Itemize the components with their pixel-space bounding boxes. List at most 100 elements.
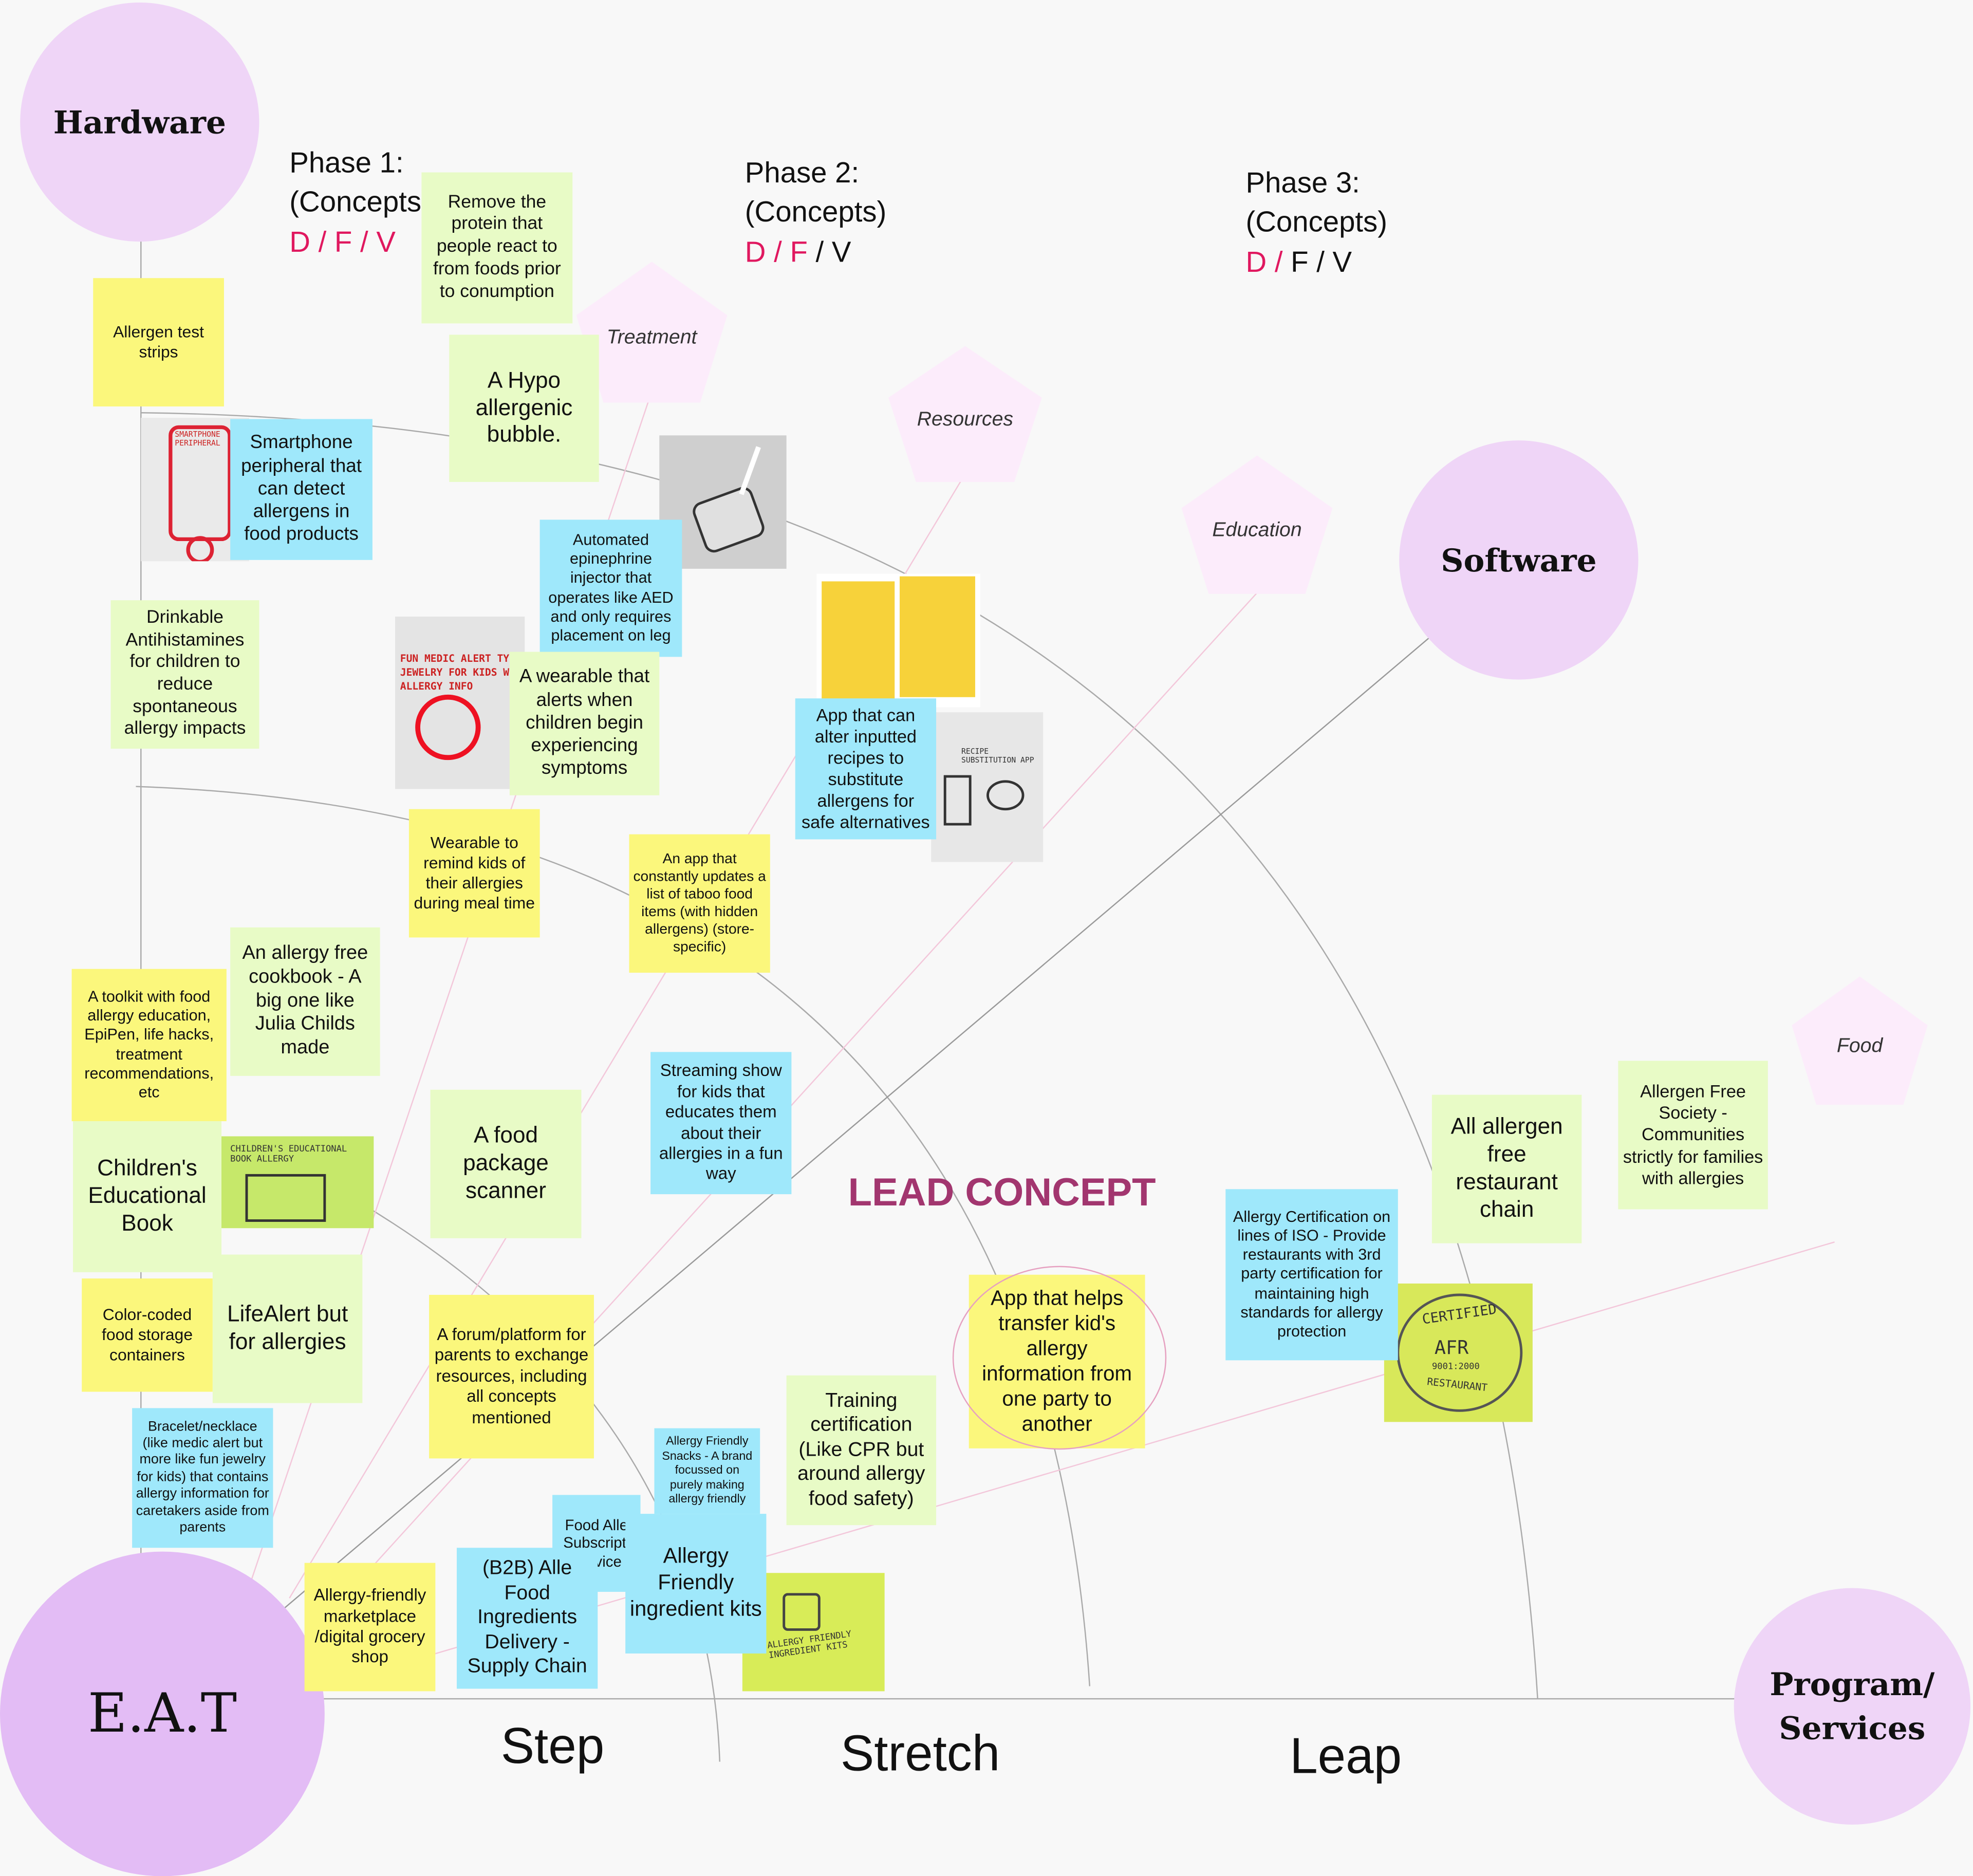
note-smartphone-peripheral-text: Smartphone peripheral that can detect al… — [241, 432, 362, 546]
note-ingredient-kits-text: Allergy Friendly ingredient kits — [629, 1544, 762, 1621]
note-marketplace: Allergy-friendly marketplace /digital gr… — [304, 1563, 436, 1692]
phase-2-dfv: D / F / V — [745, 232, 886, 272]
note-food-package-scanner: A food package scanner — [430, 1089, 582, 1238]
note-allergen-test-strips-text: Allergen test strips — [113, 322, 204, 361]
hardware-hub: Hardware — [20, 2, 259, 242]
note-hypo-bubble: A Hypo allergenic bubble. — [449, 335, 599, 482]
phase-2-f: F — [790, 234, 808, 268]
note-allergen-free-society: Allergen Free Society - Communities stri… — [1618, 1061, 1768, 1210]
note-b2b-supply-chain-text: (B2B) Alle Food Ingredients Delivery - S… — [467, 1558, 587, 1678]
note-marketplace-text: Allergy-friendly marketplace /digital gr… — [313, 1585, 426, 1667]
photo-recipe-substitution-app: RECIPE SUBSTITUTION APP — [931, 712, 1044, 862]
hardware-label: Hardware — [53, 104, 226, 141]
category-resources-label: Resources — [917, 408, 1014, 431]
phase-1-d: D — [289, 225, 310, 257]
note-lifealert-allergies-text: LifeAlert but for allergies — [227, 1301, 348, 1354]
note-lifealert-allergies: LifeAlert but for allergies — [212, 1254, 363, 1403]
scale-leap: Leap — [1290, 1729, 1402, 1785]
photo-recipe-notes — [816, 573, 980, 708]
note-allergy-certification-iso: Allergy Certification on lines of ISO - … — [1225, 1189, 1398, 1361]
note-allergen-free-restaurant-chain-text: All allergen free restaurant chain — [1450, 1113, 1563, 1222]
phase-1-f: F — [334, 225, 352, 257]
note-toolkit-text: A toolkit with food allergy education, E… — [84, 987, 214, 1101]
sketch-smartphone-peripheral: SMARTPHONE PERIPHERAL — [175, 430, 220, 448]
phase-3-heading: Phase 3: (Concepts) D / F / V — [1245, 163, 1387, 282]
note-allergy-certification-iso-text: Allergy Certification on lines of ISO - … — [1233, 1208, 1391, 1341]
sketch-recipe-substitution: RECIPE SUBSTITUTION APP — [961, 747, 1034, 765]
note-wearable-remind: Wearable to remind kids of their allergi… — [408, 809, 540, 938]
phase-1-sep2: / — [352, 225, 377, 257]
note-epinephrine-injector-text: Automated epinephrine injector that oper… — [548, 530, 674, 644]
note-recipe-app-text: App that can alter inputted recipes to s… — [802, 704, 930, 832]
services-label: Services — [1779, 1710, 1926, 1747]
phase-3-sep1: / — [1267, 245, 1291, 278]
phase-2-subtitle: (Concepts) — [744, 195, 887, 228]
phase-3-title: Phase 3: — [1245, 166, 1360, 199]
phase-3-sep2: / — [1308, 245, 1333, 278]
note-training-certification: Training certification (Like CPR but aro… — [786, 1375, 937, 1526]
note-bracelet-necklace: Bracelet/necklace (like medic alert but … — [132, 1408, 273, 1548]
note-forum-platform-text: A forum/platform for parents to exchange… — [434, 1325, 589, 1427]
note-childrens-educational-book-text: Children's Educational Book — [88, 1155, 207, 1236]
phase-1-title: Phase 1: — [289, 146, 404, 179]
phase-2-heading: Phase 2: (Concepts) D / F / V — [745, 154, 886, 272]
photo-certified-stamp: CERTIFIED AFR 9001:2000 RESTAURANT — [1384, 1283, 1533, 1422]
phase-3-v: V — [1332, 245, 1352, 278]
phase-2-title: Phase 2: — [744, 156, 860, 189]
phase-2-d: D — [744, 234, 766, 268]
note-color-coded-containers: Color-coded food storage containers — [82, 1278, 213, 1392]
phase-1-dfv: D / F / V — [289, 222, 431, 262]
phase-1-subtitle: (Concepts) — [289, 185, 431, 218]
note-color-coded-containers-text: Color-coded food storage containers — [102, 1305, 193, 1364]
note-remove-protein: Remove the protein that people react to … — [421, 172, 573, 324]
photo-medic-alert-jewelry: FUN MEDIC ALERT TYPE JEWELRY FOR KIDS W/… — [395, 617, 525, 789]
phase-1-v: V — [376, 225, 396, 257]
phase-1-heading: Phase 1: (Concepts) D / F / V — [289, 143, 431, 262]
note-training-certification-text: Training certification (Like CPR but aro… — [797, 1390, 925, 1510]
phase-2-sep2: / — [807, 234, 832, 268]
note-allergen-test-strips: Allergen test strips — [93, 278, 224, 407]
sketch-ingredient-kits: ALLERGY FRIENDLY INGREDIENT KITS — [767, 1629, 852, 1661]
note-streaming-show-text: Streaming show for kids that educates th… — [659, 1061, 783, 1184]
phase-3-subtitle: (Concepts) — [1245, 205, 1387, 238]
category-food-label: Food — [1836, 1035, 1883, 1057]
photo-childrens-book: CHILDREN'S EDUCATIONAL BOOK ALLERGY — [208, 1136, 374, 1229]
note-toolkit: A toolkit with food allergy education, E… — [71, 969, 227, 1122]
note-taboo-app: An app that constantly updates a list of… — [629, 834, 770, 973]
program-label: Program/ — [1770, 1666, 1935, 1703]
sketch-medic-alert: FUN MEDIC ALERT TYPE JEWELRY FOR KIDS W/… — [400, 653, 522, 693]
note-wearable-alerts-text: A wearable that alerts when children beg… — [519, 666, 650, 779]
sketch-iso: 9001:2000 — [1431, 1361, 1480, 1372]
eat-label: E.A.T — [87, 1682, 237, 1745]
note-wearable-alerts: A wearable that alerts when children beg… — [509, 652, 660, 795]
note-wearable-remind-text: Wearable to remind kids of their allergi… — [414, 833, 535, 913]
note-allergy-friendly-snacks-text: Allergy Friendly Snacks - A brand focuss… — [662, 1434, 753, 1507]
note-allergy-friendly-snacks: Allergy Friendly Snacks - A brand focuss… — [654, 1428, 760, 1514]
phase-2-sep1: / — [766, 234, 790, 268]
note-childrens-educational-book: Children's Educational Book — [73, 1121, 222, 1272]
phase-3-d: D — [1245, 245, 1267, 278]
software-hub: Software — [1399, 440, 1639, 680]
note-ingredient-kits: Allergy Friendly ingredient kits — [625, 1514, 767, 1654]
program-services-hub: Program/ Services — [1734, 1588, 1971, 1825]
note-epinephrine-injector: Automated epinephrine injector that oper… — [539, 519, 682, 657]
note-taboo-app-text: An app that constantly updates a list of… — [633, 851, 766, 955]
note-forum-platform: A forum/platform for parents to exchange… — [429, 1295, 594, 1459]
phase-1-sep1: / — [310, 225, 334, 257]
lead-concept-marker — [952, 1266, 1167, 1450]
note-b2b-supply-chain: (B2B) Alle Food Ingredients Delivery - S… — [456, 1548, 598, 1689]
note-drinkable-antihistamines: Drinkable Antihistamines for children to… — [110, 600, 259, 749]
sketch-childrens-book: CHILDREN'S EDUCATIONAL BOOK ALLERGY — [230, 1144, 347, 1164]
note-allergy-free-cookbook: An allergy free cookbook - A big one lik… — [230, 927, 380, 1076]
note-allergen-free-restaurant-chain: All allergen free restaurant chain — [1431, 1094, 1582, 1243]
note-allergen-free-society-text: Allergen Free Society - Communities stri… — [1623, 1081, 1763, 1187]
note-smartphone-peripheral: Smartphone peripheral that can detect al… — [230, 419, 373, 560]
phase-2-v: V — [831, 234, 851, 268]
note-bracelet-necklace-text: Bracelet/necklace (like medic alert but … — [136, 1419, 269, 1535]
note-remove-protein-text: Remove the protein that people react to … — [433, 192, 561, 302]
phase-3-f: F — [1291, 245, 1309, 278]
note-allergy-free-cookbook-text: An allergy free cookbook - A big one lik… — [242, 942, 368, 1059]
phase-3-dfv: D / F / V — [1245, 243, 1387, 282]
note-streaming-show: Streaming show for kids that educates th… — [650, 1052, 792, 1195]
